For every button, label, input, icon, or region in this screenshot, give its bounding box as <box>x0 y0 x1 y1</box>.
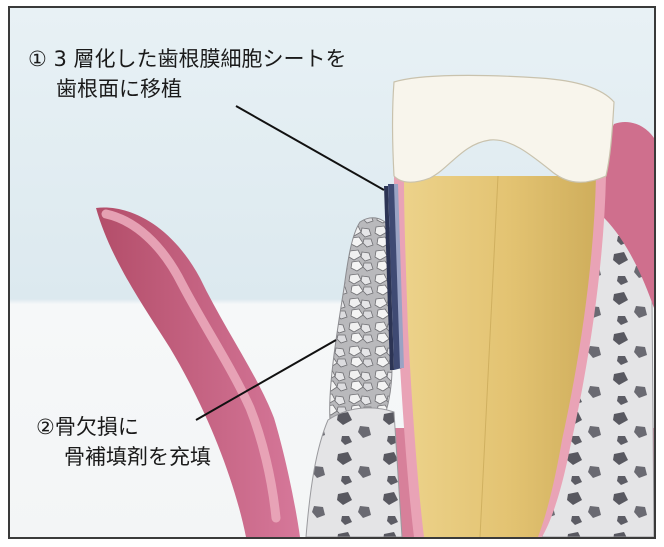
annotation-bone-fill: ②骨欠損に 骨補填剤を充填 <box>36 412 211 472</box>
annotation-sheet-transplant: ① 3 層化した歯根膜細胞シートを 歯根面に移植 <box>28 44 347 104</box>
annotation-bone-line2: 骨補填剤を充填 <box>36 442 211 472</box>
leader-line-sheet <box>236 106 384 190</box>
tooth-crown <box>393 75 615 182</box>
bone-graft-granules <box>330 218 392 433</box>
gum-flap <box>96 208 300 537</box>
annotation-bone-line1: ②骨欠損に <box>36 415 139 439</box>
alveolar-bone-left <box>306 408 402 537</box>
annotation-sheet-line2: 歯根面に移植 <box>28 74 347 104</box>
diagram-frame: ① 3 層化した歯根膜細胞シートを 歯根面に移植 ②骨欠損に 骨補填剤を充填 <box>8 6 656 539</box>
annotation-sheet-line1: ① 3 層化した歯根膜細胞シートを <box>28 47 347 71</box>
